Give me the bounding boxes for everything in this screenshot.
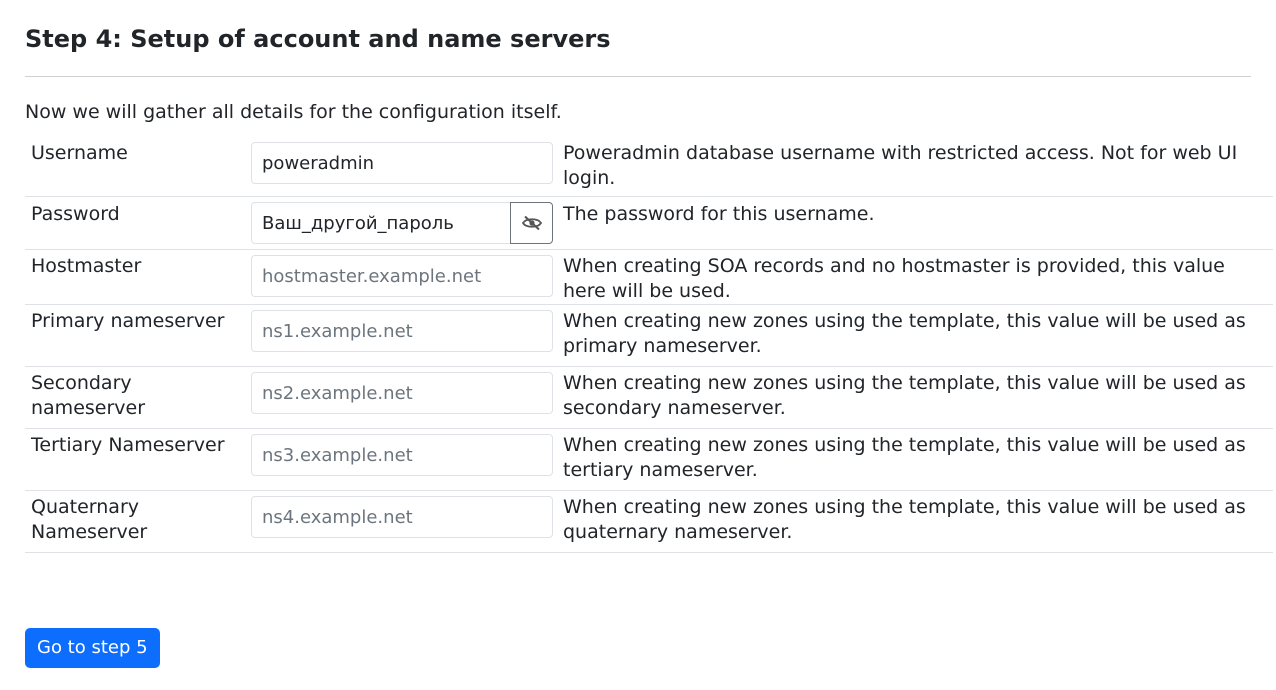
table-row: Primary nameserver When creating new zon… [25, 304, 1273, 367]
tertiary-nameserver-input[interactable] [251, 434, 553, 476]
row-field-cell [251, 304, 563, 367]
primary-nameserver-description: When creating new zones using the templa… [563, 310, 1246, 357]
row-desc-cell: When creating SOA records and no hostmas… [563, 249, 1273, 305]
title-divider [25, 76, 1251, 77]
table-row: Password The [25, 196, 1273, 250]
page-title: Step 4: Setup of account and name server… [25, 25, 611, 53]
row-desc-cell: The password for this username. [563, 196, 1273, 250]
username-input[interactable] [251, 142, 553, 184]
tertiary-nameserver-description: When creating new zones using the templa… [563, 434, 1246, 481]
quaternary-nameserver-input[interactable] [251, 496, 553, 538]
tertiary-nameserver-label: Tertiary Nameserver [31, 434, 225, 456]
hostmaster-input[interactable] [251, 255, 553, 297]
config-table: Username Poweradmin database username wi… [25, 141, 1273, 553]
secondary-nameserver-label: Secondary nameserver [31, 372, 146, 419]
table-row: Secondary nameserver When creating new z… [25, 366, 1273, 429]
row-label-cell: Tertiary Nameserver [25, 428, 251, 491]
eye-slash-icon [521, 215, 542, 231]
row-field-cell [251, 249, 563, 305]
username-description: Poweradmin database username with restri… [563, 142, 1238, 189]
row-field-cell [251, 366, 563, 429]
row-label-cell: Password [25, 196, 251, 250]
row-desc-cell: When creating new zones using the templa… [563, 366, 1273, 429]
page-container: Step 4: Setup of account and name server… [25, 25, 1273, 553]
table-row: Username Poweradmin database username wi… [25, 141, 1273, 197]
password-input-group [251, 197, 553, 244]
row-desc-cell: When creating new zones using the templa… [563, 428, 1273, 491]
quaternary-nameserver-label: Quaternary Nameserver [31, 496, 148, 543]
secondary-nameserver-input[interactable] [251, 372, 553, 414]
hostmaster-description: When creating SOA records and no hostmas… [563, 255, 1225, 302]
intro-text: Now we will gather all details for the c… [25, 101, 562, 123]
password-label: Password [31, 203, 120, 225]
table-row: Quaternary Nameserver When creating new … [25, 490, 1273, 553]
hostmaster-label: Hostmaster [31, 255, 142, 277]
username-label: Username [31, 142, 128, 164]
row-label-cell: Quaternary Nameserver [25, 490, 251, 553]
row-desc-cell: Poweradmin database username with restri… [563, 141, 1273, 197]
toggle-password-visibility-button[interactable] [510, 202, 553, 244]
row-label-cell: Primary nameserver [25, 304, 251, 367]
row-field-cell [251, 141, 563, 197]
table-row: Tertiary Nameserver When creating new zo… [25, 428, 1273, 491]
row-desc-cell: When creating new zones using the templa… [563, 304, 1273, 367]
row-desc-cell: When creating new zones using the templa… [563, 490, 1273, 553]
password-input[interactable] [251, 202, 510, 244]
row-label-cell: Hostmaster [25, 249, 251, 305]
row-label-cell: Secondary nameserver [25, 366, 251, 429]
password-description: The password for this username. [563, 203, 875, 225]
row-field-cell [251, 428, 563, 491]
primary-nameserver-input[interactable] [251, 310, 553, 352]
primary-nameserver-label: Primary nameserver [31, 310, 225, 332]
secondary-nameserver-description: When creating new zones using the templa… [563, 372, 1246, 419]
row-field-cell [251, 196, 563, 250]
table-row: Hostmaster When creating SOA records and… [25, 249, 1273, 305]
row-field-cell [251, 490, 563, 553]
row-label-cell: Username [25, 141, 251, 197]
go-to-step-5-button[interactable]: Go to step 5 [25, 628, 160, 668]
quaternary-nameserver-description: When creating new zones using the templa… [563, 496, 1246, 543]
